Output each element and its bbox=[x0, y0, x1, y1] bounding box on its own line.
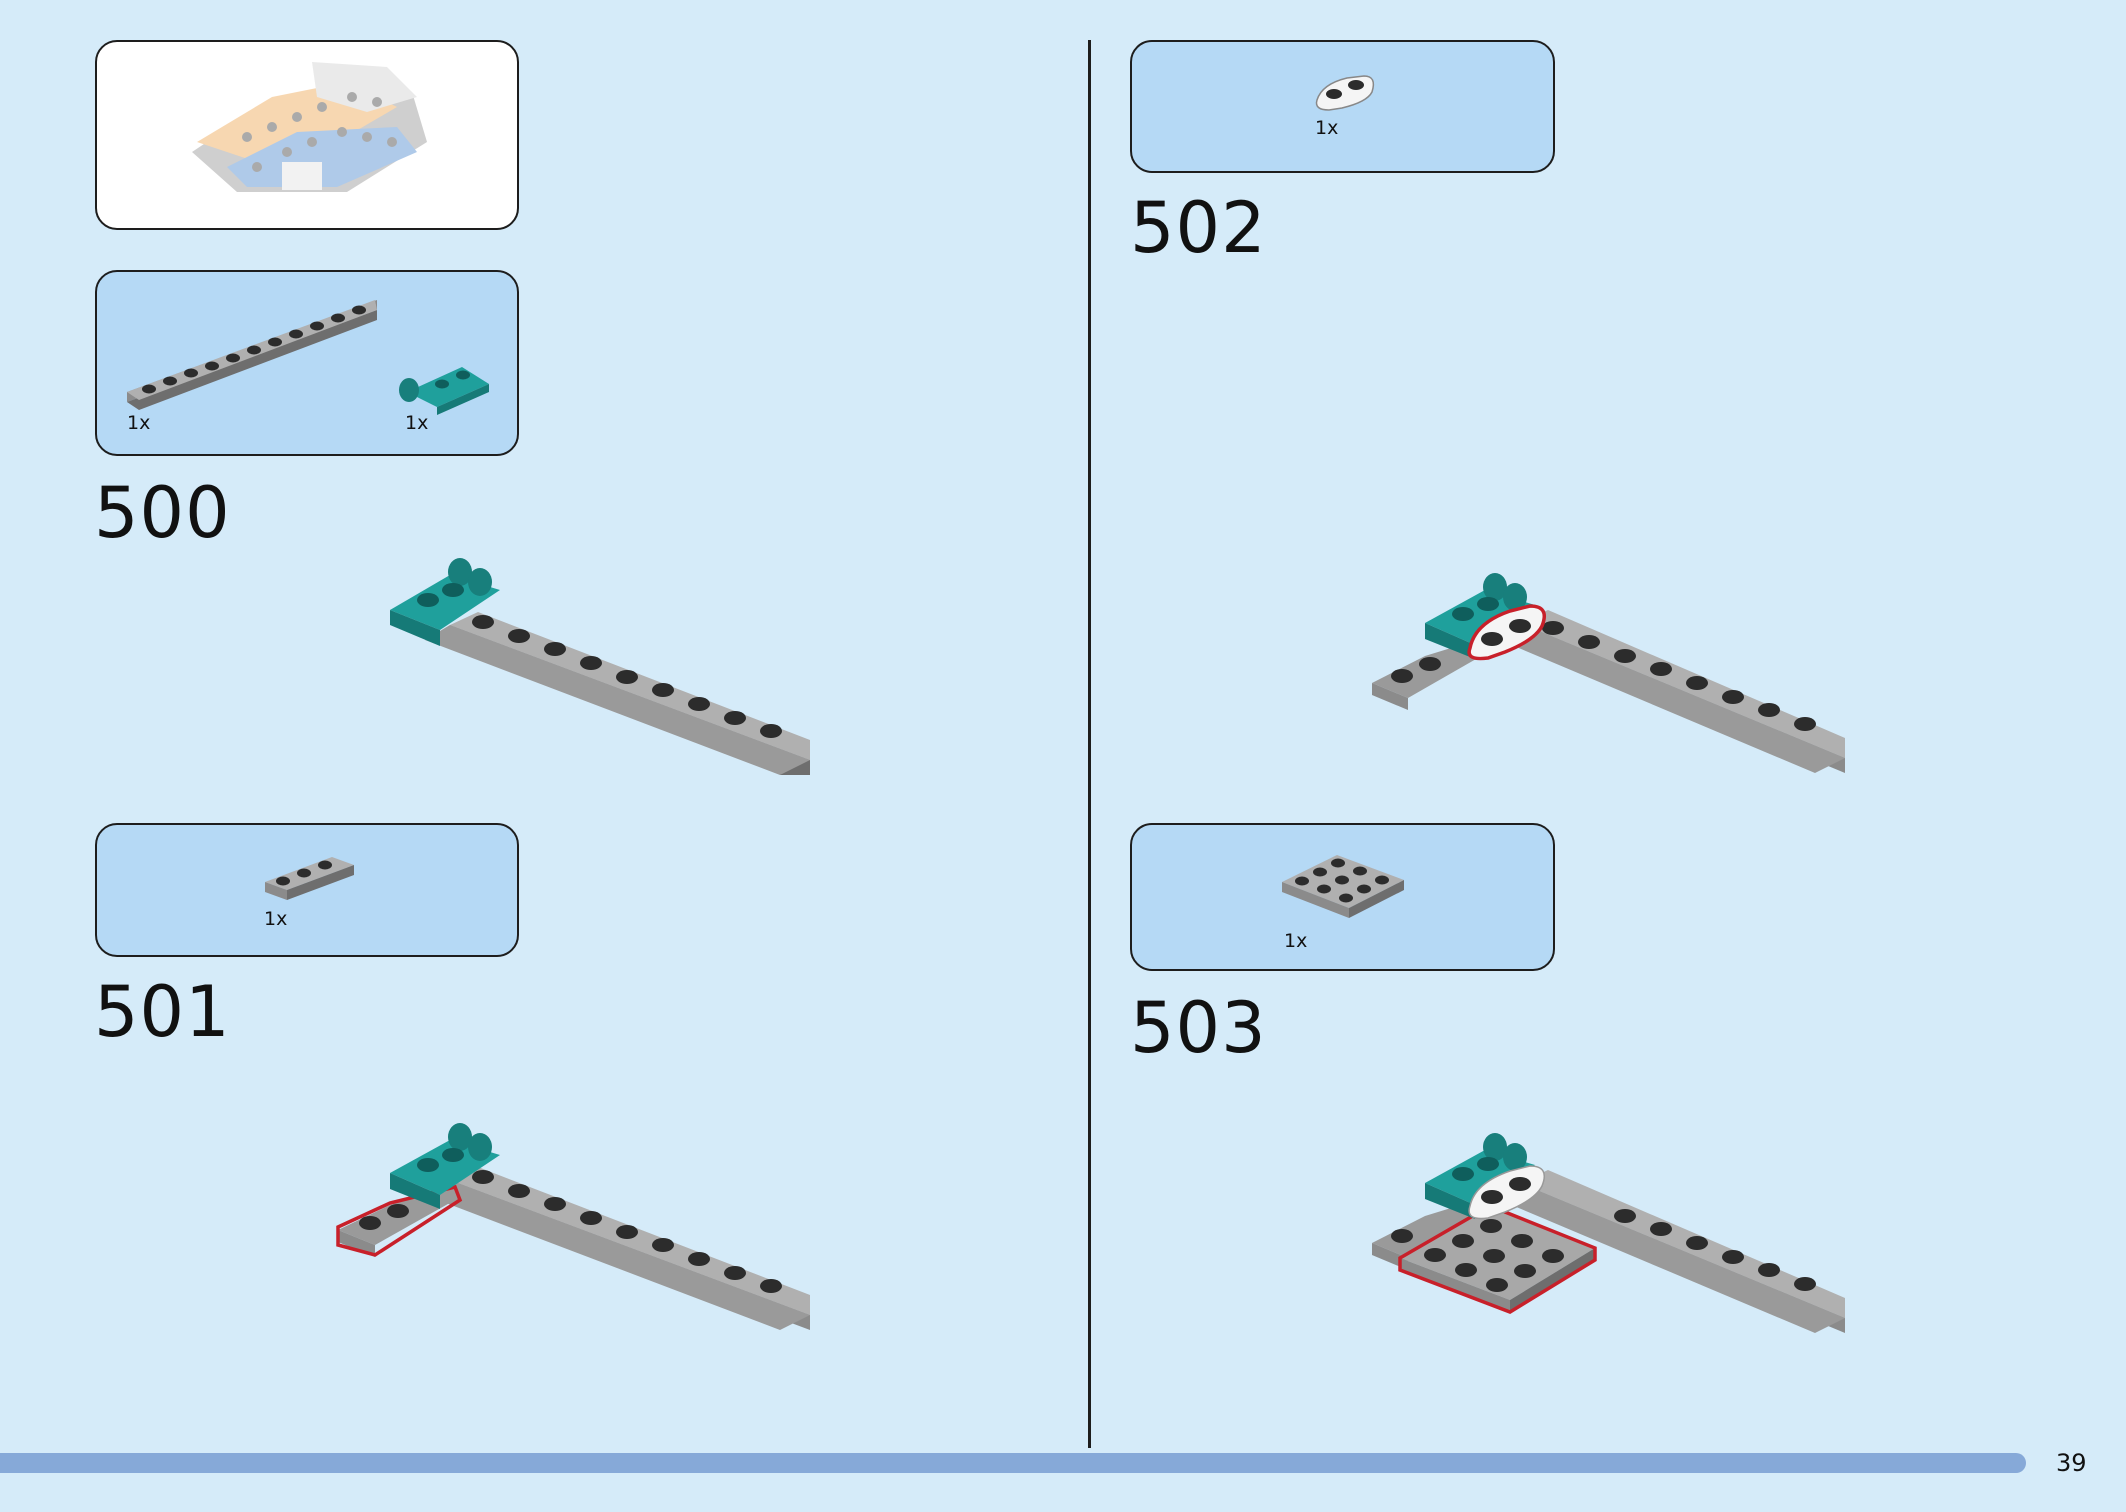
step-502-assembly-image bbox=[1372, 573, 1845, 773]
step-500-assembly-image bbox=[390, 558, 810, 775]
teal-hinge-plate-image bbox=[399, 367, 489, 415]
step-501-parts-box: 1x bbox=[95, 823, 519, 957]
page-divider bbox=[1088, 40, 1091, 1448]
model-overview-image bbox=[192, 62, 427, 192]
step-501-assembly-image bbox=[336, 1123, 810, 1330]
step-503-parts-box: 1x bbox=[1130, 823, 1555, 971]
white-plate-1x2-rounded-image bbox=[1315, 75, 1375, 111]
step-500-parts-box: 1x 1x bbox=[95, 270, 519, 456]
step-number: 503 bbox=[1130, 987, 1267, 1069]
step-number: 501 bbox=[94, 971, 231, 1053]
progress-bar bbox=[0, 1453, 2026, 1473]
step-number: 502 bbox=[1130, 187, 1267, 269]
step-502-parts-box: 1x bbox=[1130, 40, 1555, 173]
overview-thumbnail-box bbox=[95, 40, 519, 230]
part-qty: 1x bbox=[1284, 930, 1308, 952]
part-qty: 1x bbox=[405, 412, 429, 434]
step-number: 500 bbox=[94, 472, 231, 554]
gray-plate-1x12-image bbox=[127, 300, 377, 410]
gray-plate-3x3-image bbox=[1282, 855, 1404, 918]
part-qty: 1x bbox=[264, 908, 288, 930]
step-503-assembly-image bbox=[1372, 1133, 1845, 1333]
part-qty: 1x bbox=[1315, 117, 1339, 139]
gray-plate-1x3-image bbox=[265, 857, 354, 900]
page-number: 39 bbox=[2056, 1449, 2087, 1477]
part-qty: 1x bbox=[127, 412, 151, 434]
